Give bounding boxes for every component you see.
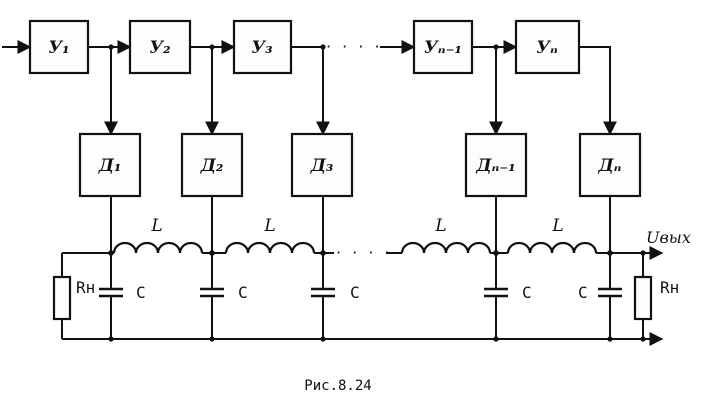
inductor-label: L xyxy=(263,216,275,236)
inductor-label: L xyxy=(551,216,563,236)
capacitor-2 xyxy=(200,253,224,339)
chain-ellipsis: · · · · xyxy=(326,37,383,56)
inductor-3 xyxy=(400,241,492,254)
line-ellipsis: · · · · xyxy=(336,243,393,262)
load-resistor-left xyxy=(52,253,72,339)
amplifier-1-label: У₁ xyxy=(48,38,69,58)
ground-node xyxy=(108,336,114,342)
ground-node xyxy=(320,336,326,342)
capacitor-label: C xyxy=(136,283,146,302)
capacitor-3 xyxy=(311,253,335,339)
detector-1-label: Д₁ xyxy=(98,156,122,176)
detector-3-label: Д₃ xyxy=(310,156,334,176)
load-resistor-right xyxy=(633,253,653,339)
amplifier-2-box xyxy=(128,19,192,75)
tap-arrow-n xyxy=(579,46,617,136)
line-node xyxy=(640,250,646,256)
detector-3-box xyxy=(290,132,354,198)
amplifier-n-1-label: Уₙ₋₁ xyxy=(424,38,462,58)
capacitor-1 xyxy=(99,253,123,339)
figure-caption: Рис.8.24 xyxy=(304,378,371,394)
detector-n-label: Дₙ xyxy=(598,156,622,176)
capacitor-label: C xyxy=(350,283,360,302)
capacitor-label: C xyxy=(522,283,532,302)
inductor-label: L xyxy=(150,216,162,236)
capacitor-n-1 xyxy=(484,253,508,339)
amplifier-3-box xyxy=(232,19,293,75)
ground-node xyxy=(209,336,215,342)
load-resistor-left-label: Rн xyxy=(76,278,95,297)
detector-1-box xyxy=(78,132,142,198)
amplifier-n-1-box xyxy=(412,19,474,75)
inductor-label: L xyxy=(434,216,446,236)
capacitor-n xyxy=(598,253,622,339)
ground-node xyxy=(607,336,613,342)
capacitor-label: C xyxy=(238,283,248,302)
load-resistor-right-label: Rн xyxy=(660,278,679,297)
detector-2-label: Д₂ xyxy=(200,156,224,176)
inductor-2 xyxy=(224,241,316,254)
ground-node xyxy=(493,336,499,342)
amplifier-2-label: У₂ xyxy=(149,38,170,58)
detector-n-1-label: Дₙ₋₁ xyxy=(475,156,515,176)
amplifier-1-box xyxy=(28,19,90,75)
inductor-4 xyxy=(506,241,598,254)
amplifier-3-label: У₃ xyxy=(251,38,272,58)
output-voltage-label: Uвых xyxy=(646,228,691,247)
capacitor-label: C xyxy=(578,283,588,302)
inductor-1 xyxy=(112,241,204,254)
amplifier-n-label: Уₙ xyxy=(536,38,558,58)
ground-node xyxy=(640,336,646,342)
